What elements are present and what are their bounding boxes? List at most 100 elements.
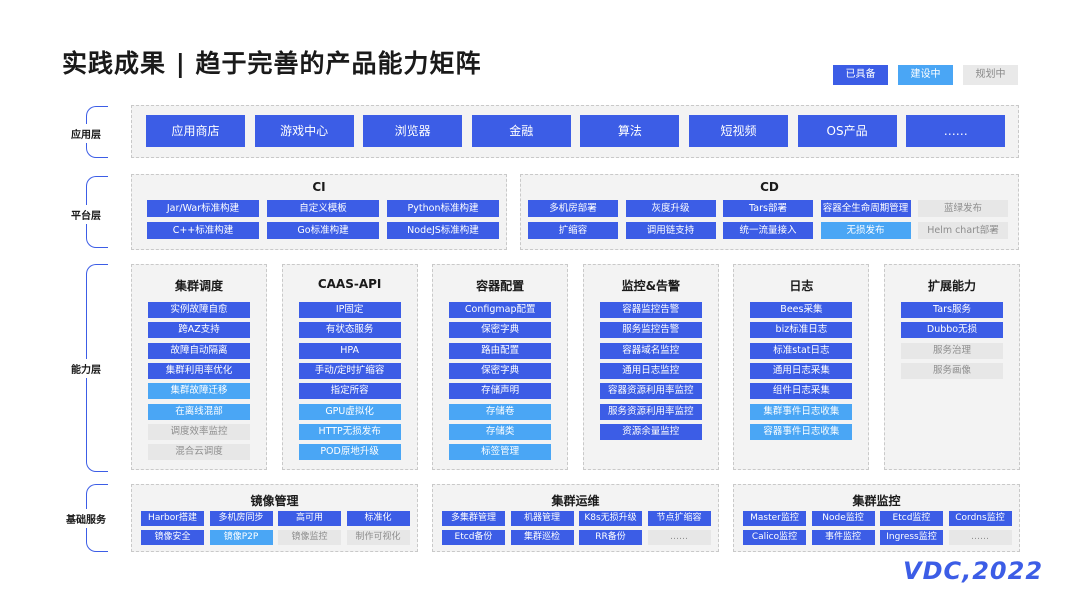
capability-item: 集群事件日志收集 [750,403,853,420]
capability-item: HTTP无损发布 [298,423,401,440]
cd-item: 多机房部署 [528,200,618,217]
capability-panel-title: 容器配置 [476,279,525,293]
capability-item: 调度效率监控 [148,423,250,440]
app-item: 金融 [471,115,571,147]
capability-item: IP固定 [298,302,401,318]
platform-layer-label: 平台层 [64,205,108,224]
app-item: 浏览器 [363,115,463,147]
base-layer-label: 基础服务 [64,509,108,528]
capability-item: 组件日志采集 [750,383,853,400]
capability-item: 路由配置 [449,342,552,359]
capability-item: 指定所容 [298,383,401,400]
base-item: 镜像监控 [278,530,341,545]
capability-item: 保密字典 [449,362,552,379]
capability-item: 存储类 [449,423,552,440]
app-layer-label: 应用层 [64,124,108,143]
base-item: Ingress监控 [880,530,943,545]
vdc-logo: VDC,2022 [903,557,1044,585]
ci-item: NodeJS标准构建 [387,222,499,239]
capability-item: 故障自动隔离 [148,342,250,359]
capability-layer-label: 能力层 [64,359,108,378]
base-item: 多集群管理 [442,511,505,526]
capability-item: 混合云调度 [148,444,250,461]
base-item: Harbor搭建 [141,511,204,526]
capability-item: HPA [298,342,401,359]
base-item: 镜像安全 [141,530,204,545]
base-item: K8s无损升级 [579,511,642,526]
capability-item: GPU虚拟化 [298,403,401,420]
cd-item: 无损发布 [820,222,911,239]
base-item: 镜像P2P [209,530,273,545]
base-item: 制作可视化 [346,530,410,545]
capability-item: Tars服务 [901,302,1003,318]
capability-item: 服务治理 [901,342,1003,359]
app-item: 应用商店 [146,115,245,147]
base-item: 标准化 [346,511,410,526]
base-item: 集群巡检 [510,530,574,545]
base-item: RR备份 [579,530,642,545]
capability-item: 集群故障迁移 [148,383,250,400]
ci-item: C++标准构建 [147,222,259,239]
capability-item: 存储声明 [449,383,552,400]
capability-item: 容器资源利用率监控 [599,383,702,400]
capability-panel-title: CAAS-API [317,277,382,291]
capability-item: Dubbo无损 [901,322,1003,339]
base-item: Calico监控 [743,530,806,545]
capability-item: Bees采集 [750,302,853,318]
app-item: OS产品 [797,115,897,147]
capability-item: 资源余量监控 [599,423,702,440]
cd-item: 灰度升级 [625,200,716,217]
base-item: 节点扩缩容 [647,511,711,526]
ci-item: Python标准构建 [387,200,499,217]
page-title: 实践成果 | 趋于完善的产品能力矩阵 [62,49,482,78]
capability-item: 通用日志监控 [599,362,702,379]
base-item: Master监控 [743,511,806,526]
cd-item: 容器全生命周期管理 [820,200,911,217]
base-item: 事件监控 [811,530,875,545]
cd-item: Helm chart部署 [918,222,1008,239]
base-item: 机器管理 [510,511,574,526]
legend-planned: 规划中 [963,65,1018,85]
capability-item: 容器事件日志收集 [750,423,853,440]
base-panel-title: 镜像管理 [250,494,299,508]
capability-item: 实例故障自愈 [148,302,250,318]
app-item: …… [906,115,1006,147]
capability-item: 在离线混部 [148,403,250,420]
cd-item: Tars部署 [723,200,813,217]
capability-item: 服务监控告警 [599,322,702,339]
capability-item: 服务画像 [901,362,1003,379]
base-item: Node监控 [811,511,875,526]
base-item: Etcd监控 [880,511,943,526]
capability-panel-title: 日志 [789,279,814,293]
capability-item: 容器监控告警 [599,302,702,318]
app-item: 算法 [580,115,680,147]
base-item: …… [948,530,1012,545]
legend-built: 已具备 [833,65,888,85]
cd-item: 统一流量接入 [723,222,813,239]
capability-item: 容器域名监控 [599,342,702,359]
app-item: 短视频 [689,115,788,147]
ci-item: Go标准构建 [267,222,379,239]
capability-item: biz标准日志 [750,322,853,339]
ci-title: CI [312,180,326,194]
capability-item: 跨AZ支持 [148,322,250,339]
capability-item: 通用日志采集 [750,362,853,379]
base-item: Cordns监控 [948,511,1012,526]
capability-panel-title: 监控&告警 [621,279,681,293]
capability-item: Configmap配置 [449,302,552,318]
legend-building: 建设中 [898,65,953,85]
capability-item: 手动/定时扩缩容 [298,362,401,379]
base-item: …… [647,530,711,545]
capability-item: 集群利用率优化 [148,362,250,379]
capability-item: 存储卷 [449,403,552,420]
base-panel-title: 集群运维 [551,494,600,508]
capability-panel-title: 扩展能力 [927,279,976,293]
cd-title: CD [760,180,779,194]
capability-item: 标准stat日志 [750,342,853,359]
base-item: 高可用 [278,511,341,526]
ci-item: Jar/War标准构建 [147,200,259,217]
capability-item: 保密字典 [449,322,552,339]
capability-item: 服务资源利用率监控 [599,403,702,420]
base-item: Etcd备份 [442,530,505,545]
capability-item: 有状态服务 [298,322,401,339]
